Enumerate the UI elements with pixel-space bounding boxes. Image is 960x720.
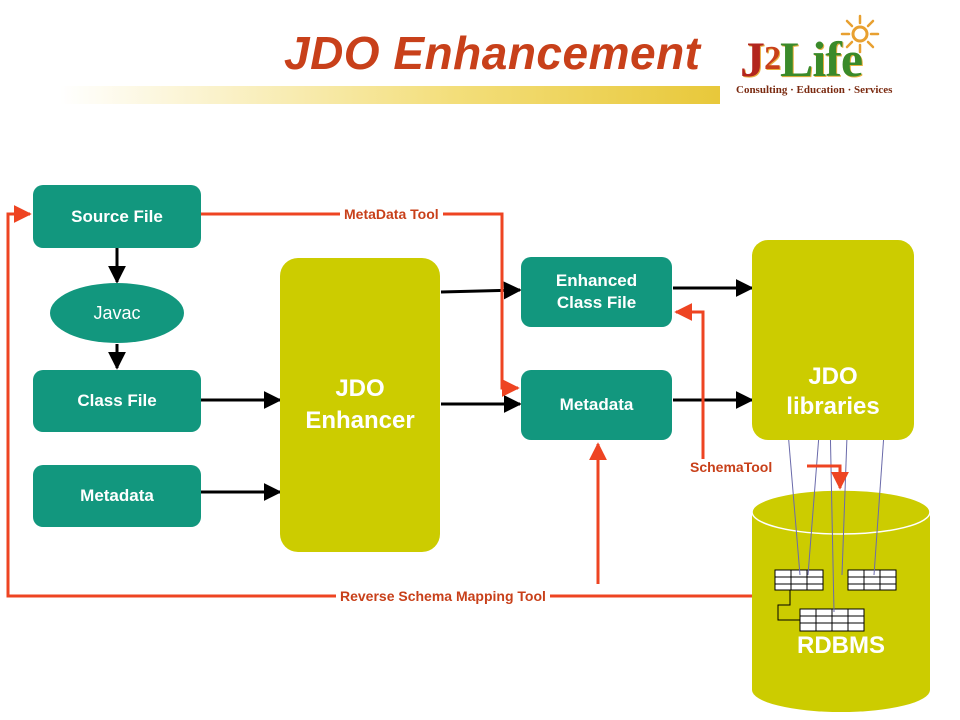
jdo-enhancer-node: JDO Enhancer xyxy=(280,258,440,552)
metadata-tool-label: MetaData Tool xyxy=(340,206,443,222)
libraries-line2: libraries xyxy=(786,393,880,420)
logo-wordmark: J2Life xyxy=(740,31,863,87)
logo-tagline: Consulting · Education · Services xyxy=(736,84,893,96)
title-underline-bar xyxy=(60,86,720,104)
metadata-input-node: Metadata xyxy=(33,465,201,527)
metadata-output-node: Metadata xyxy=(521,370,672,440)
enhanced-line1: Enhanced xyxy=(555,271,638,290)
jdo-libraries-box xyxy=(752,240,914,440)
company-logo: J2Life Consulting · Education · Services xyxy=(736,14,940,100)
rdbms-table-left xyxy=(774,569,824,591)
flow-arrows xyxy=(108,248,754,501)
rdbms-table-relation xyxy=(777,590,800,621)
rdbms-cylinder xyxy=(751,489,931,712)
jdo-libraries-label: JDO libraries xyxy=(752,362,914,422)
libraries-line1: JDO xyxy=(808,363,858,390)
sun-icon xyxy=(840,14,880,54)
javac-node: Javac xyxy=(50,283,184,343)
source-file-node: Source File xyxy=(33,185,201,248)
rdbms-table-bottom xyxy=(799,608,865,632)
enhanced-line2: Class File xyxy=(556,293,637,312)
rdbms-label: RDBMS xyxy=(797,632,885,659)
class-file-node: Class File xyxy=(33,370,201,432)
logo-life: Life xyxy=(780,31,863,87)
enhancer-line2: Enhancer xyxy=(305,407,415,434)
logo-two: 2 xyxy=(764,40,781,77)
page-title: JDO Enhancement xyxy=(284,27,701,79)
logo-j: J xyxy=(740,31,765,87)
enhancer-line1: JDO xyxy=(335,375,385,402)
rdbms-table-right xyxy=(847,569,897,591)
reverse-schema-tool-label: Reverse Schema Mapping Tool xyxy=(336,588,550,604)
schema-tool-label: SchemaTool xyxy=(686,459,777,475)
